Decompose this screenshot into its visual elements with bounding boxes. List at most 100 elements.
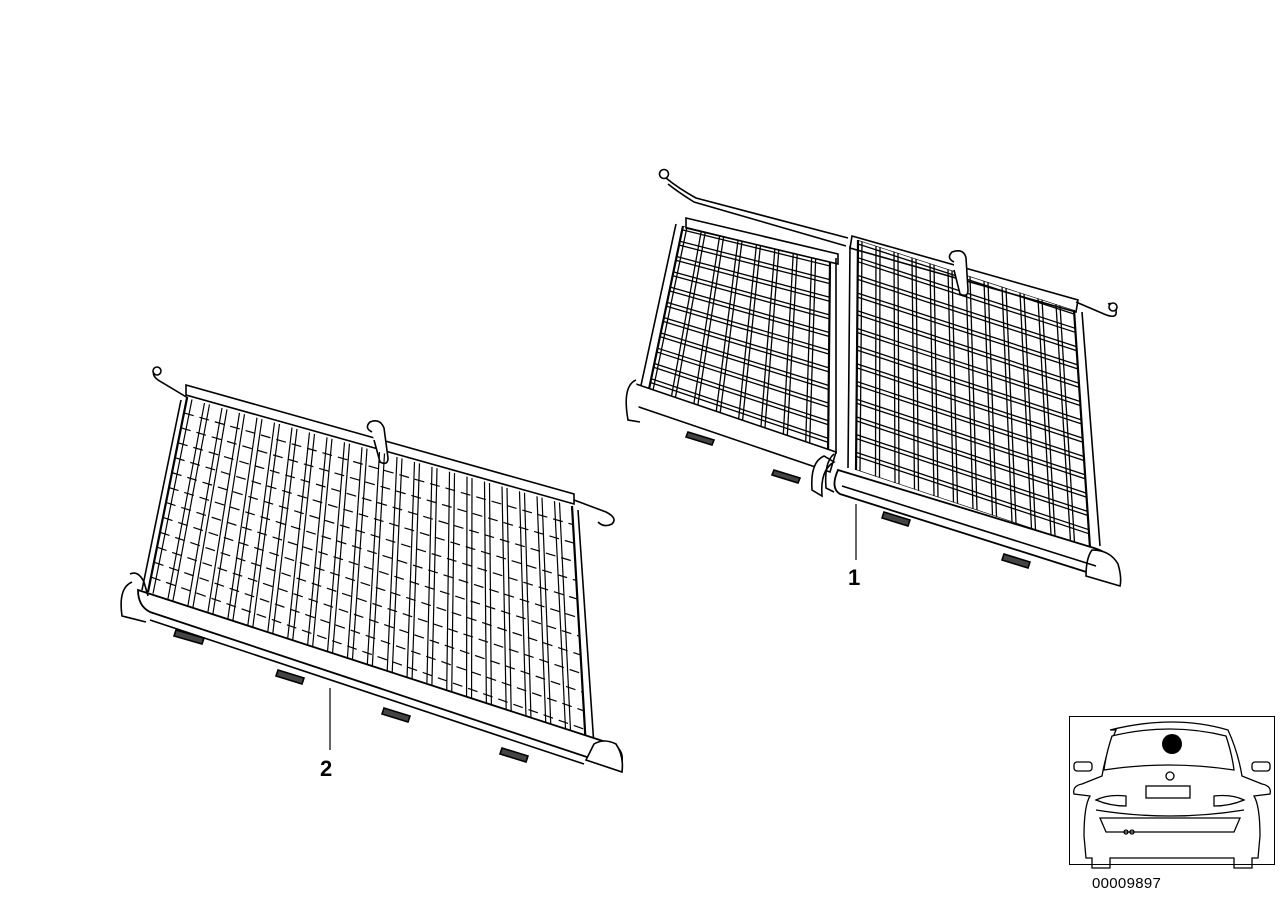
- net-grid-line: [150, 576, 586, 730]
- net-grid-line: [878, 246, 881, 478]
- net-grid-line: [1023, 293, 1037, 530]
- net-grid-line: [523, 492, 532, 729]
- net-grid-line: [893, 251, 896, 484]
- net-grid-line: [654, 362, 829, 422]
- net-grid-line: [227, 417, 258, 621]
- net-grid-line: [660, 332, 829, 387]
- net-grid-line: [951, 270, 959, 504]
- net-grid-line: [156, 546, 583, 693]
- net-grid-line: [857, 292, 1078, 366]
- net-grid-line: [859, 240, 863, 472]
- net-grid-line: [856, 345, 1082, 421]
- net-grid-line: [286, 432, 311, 642]
- net-grid-line: [663, 321, 830, 373]
- net-grid-line: [856, 363, 1083, 439]
- net-grid-line: [168, 486, 579, 619]
- net-grid-line: [856, 455, 1089, 535]
- net-grid-line: [351, 448, 368, 665]
- net-grid-line: [804, 257, 813, 449]
- net-grid-line: [897, 252, 900, 485]
- net-grid-line: [915, 258, 920, 491]
- net-grid-line: [679, 240, 830, 281]
- net-grid-line: [856, 451, 1089, 531]
- net-grid-line: [431, 468, 438, 694]
- net-grid-line: [857, 310, 1080, 384]
- net-grid-line: [679, 244, 830, 285]
- net-grid-line: [271, 428, 298, 637]
- net-grid-line: [676, 255, 830, 298]
- net-grid-line: [929, 263, 935, 497]
- net-grid-line: [426, 466, 433, 692]
- callout-label-1[interactable]: 1: [848, 565, 861, 590]
- net-grid-line: [366, 451, 381, 671]
- net-grid-line: [518, 491, 527, 727]
- net-grid-line: [1059, 305, 1076, 543]
- net-grid-line: [152, 399, 193, 594]
- net-grid-line: [451, 473, 456, 701]
- net-grid-line: [673, 231, 707, 403]
- net-grid-line: [153, 561, 585, 712]
- net-grid-line: [660, 336, 829, 391]
- net-grid-line: [666, 305, 830, 355]
- net-grid-line: [857, 314, 1080, 388]
- net-grid-line: [737, 243, 758, 426]
- net-grid-line: [741, 244, 762, 427]
- net-grid-line: [391, 458, 403, 679]
- net-grid-line: [232, 418, 263, 623]
- location-dot-icon: [1162, 734, 1182, 754]
- net-grid-line: [714, 239, 739, 418]
- net-grid-line: [782, 252, 794, 441]
- net-grid-line: [650, 382, 829, 443]
- callout-label-2[interactable]: 2: [320, 756, 333, 781]
- net-grid-line: [1019, 292, 1033, 529]
- net-grid-line: [657, 351, 829, 408]
- net-grid-line: [663, 317, 830, 369]
- net-grid-line: [682, 229, 830, 267]
- net-grid-line: [673, 275, 830, 320]
- net-grid-line: [857, 274, 1077, 348]
- net-grid-line: [159, 531, 582, 675]
- net-grid-line: [856, 416, 1087, 494]
- net-grid-line: [669, 230, 703, 402]
- net-grid-line: [311, 438, 333, 651]
- net-grid-line: [856, 384, 1085, 462]
- net-grid-line: [856, 349, 1082, 425]
- net-grid-line: [167, 402, 206, 600]
- net-grid-line: [856, 433, 1088, 513]
- net-grid-line: [386, 456, 398, 678]
- net-grid-line: [180, 427, 575, 544]
- net-grid-line: [553, 501, 567, 741]
- net-grid-line: [251, 423, 281, 630]
- net-grid-line: [763, 249, 780, 434]
- net-grid-line: [673, 271, 830, 316]
- net-grid-line: [911, 257, 916, 490]
- net-grid-line: [371, 453, 386, 672]
- net-grid-line: [832, 263, 834, 457]
- net-grid-line: [171, 472, 578, 600]
- net-grid-line: [983, 280, 994, 516]
- net-grid-line: [406, 461, 416, 685]
- net-grid-line: [207, 412, 241, 614]
- net-grid-line: [666, 301, 830, 351]
- net-grid-line: [856, 420, 1087, 498]
- net-grid-line: [148, 398, 188, 593]
- net-grid-line: [657, 347, 829, 404]
- net-grid-line: [172, 404, 211, 602]
- net-grid-line: [856, 367, 1083, 443]
- net-grid-line: [692, 234, 721, 410]
- net-grid-line: [670, 290, 830, 338]
- net-grid-line: [506, 487, 512, 722]
- net-grid-line: [162, 516, 581, 656]
- net-grid-line: [326, 442, 346, 656]
- net-grid-line: [696, 235, 725, 411]
- net-grid-line: [483, 481, 488, 713]
- net-grid-line: [676, 259, 830, 302]
- net-grid-line: [856, 398, 1086, 476]
- net-grid-line: [947, 269, 955, 503]
- net-grid-line: [654, 366, 829, 426]
- net-grid-line: [682, 226, 830, 263]
- net-grid-line: [192, 409, 228, 609]
- net-grid-line: [965, 274, 974, 510]
- net-grid-line: [759, 248, 776, 433]
